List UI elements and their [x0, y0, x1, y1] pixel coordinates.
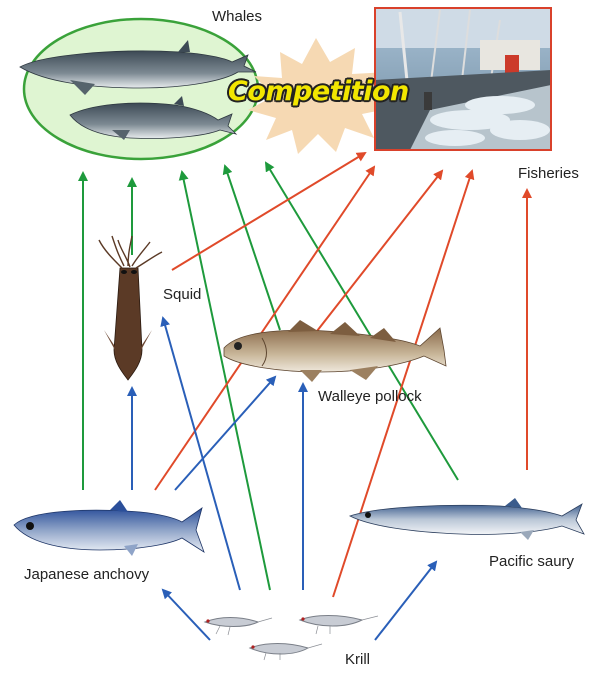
- japanese-anchovy-label: Japanese anchovy: [24, 566, 149, 583]
- squid-label: Squid: [163, 286, 201, 303]
- squid-icon: [99, 236, 162, 380]
- walleye-pollock-label: Walleye pollock: [318, 388, 422, 405]
- arrow-krill-to-anchovy: [163, 590, 210, 640]
- competition-label: Competition: [228, 76, 398, 107]
- pacific-saury-label: Pacific saury: [489, 553, 574, 570]
- whales-label: Whales: [212, 8, 262, 25]
- fisheries-label: Fisheries: [518, 165, 579, 182]
- pacific-saury-icon: [350, 498, 584, 540]
- arrow-squid-to-fisheries: [172, 153, 365, 270]
- arrow-pollock-to-whales: [225, 166, 280, 330]
- japanese-anchovy-icon: [14, 500, 204, 556]
- walleye-pollock-icon: [224, 320, 446, 382]
- arrow-anchovy-to-pollock: [175, 377, 275, 490]
- arrow-pollock-to-fisheries: [310, 171, 442, 340]
- arrow-saury-to-whales: [266, 163, 458, 480]
- krill-label: Krill: [345, 651, 370, 668]
- arrow-krill-to-saury: [375, 562, 436, 640]
